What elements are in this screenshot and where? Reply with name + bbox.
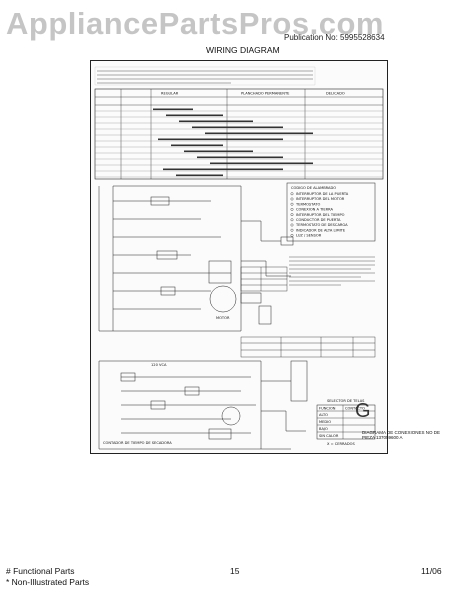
selector-row-high: ALTO <box>319 413 328 417</box>
legend-symbol <box>290 207 294 211</box>
publication-number: Publication No: 5995528634 <box>284 33 385 42</box>
timer-header-permanent-press: PLANCHADO PERMANENTE <box>241 92 290 96</box>
timer-contact-bar <box>197 156 283 159</box>
timer-contact-bar <box>179 120 253 123</box>
selector-row-medium: MEDIO <box>319 420 331 424</box>
legend-item: CONEXION A TIERRA <box>296 208 333 212</box>
legend-symbol <box>290 213 294 217</box>
legend-item: INTERRUPTOR DEL TIEMPO <box>296 213 345 217</box>
selector-row-low: BAJO <box>319 427 328 431</box>
notes-block <box>289 256 375 286</box>
footer-non-illustrated: * Non-Illustrated Parts <box>6 577 90 587</box>
timer-contact-bar <box>163 168 283 171</box>
selector-title: SELECTOR DE TELAS <box>327 399 365 403</box>
legend-item: TERMOSTATO DE DESCARGA <box>295 223 348 227</box>
page-title: WIRING DIAGRAM <box>206 45 280 55</box>
timer-chart <box>94 88 384 180</box>
diagram-caption: DIAGRAMA DE CONEXIONES NO DE PIEZA 13705… <box>362 430 441 440</box>
timer-header-delicate: DELICADO <box>326 92 345 96</box>
timer-contact-bar <box>184 150 253 153</box>
legend-item: INTERRUPTOR DEL MOTOR <box>296 197 345 201</box>
legend-item: TERMOSTATO <box>295 202 320 206</box>
legend-title: CODIGO DE ALAMBRADO <box>291 186 336 190</box>
timer-contact-bar <box>205 132 313 135</box>
timer-contact-bar <box>158 138 283 141</box>
motor-label: MOTOR <box>216 316 230 320</box>
legend-symbol <box>290 218 294 222</box>
sensor-table <box>240 266 376 358</box>
diagram-letter: G <box>355 400 371 422</box>
footer-functional-parts: # Functional Parts <box>6 566 75 576</box>
timer-contact-bar <box>210 162 313 165</box>
legend-symbol <box>290 228 294 232</box>
legend-item: CONDUCTOR DE PUERTA <box>296 218 341 222</box>
footer-date: 11/06 <box>421 566 442 576</box>
legend-symbol <box>290 223 294 227</box>
legend-symbol <box>290 202 294 206</box>
timer-label: CONTADOR DE TIEMPO DE SECADORA <box>103 441 172 445</box>
legend-item: INTERRUPTOR DE LA PUERTA <box>296 192 349 196</box>
voltage-label: 120 VCA <box>151 363 167 367</box>
legend-symbol <box>290 233 294 237</box>
timer-contact-bar <box>153 108 193 111</box>
timer-header-regular: REGULAR <box>161 92 179 96</box>
watermark: AppliancePartsPros.com <box>6 6 384 41</box>
legend-symbol <box>290 192 294 196</box>
closed-note: X = CERRADOS <box>327 442 355 446</box>
schematic <box>98 185 308 450</box>
timer-contact-bar <box>171 144 223 147</box>
legend-item: INDICADOR DE ALTA LIMITE <box>296 228 346 232</box>
selector-row-no-heat: SIN CALOR <box>319 434 339 438</box>
timer-contact-bar <box>176 174 223 177</box>
fabric-selector-table: SELECTOR DE TELAS FUNCION CONTACTO ALTO … <box>316 399 376 446</box>
legend-symbol <box>290 197 294 201</box>
timer-contact-bar <box>192 126 283 129</box>
selector-col-function: FUNCION <box>319 407 336 411</box>
warning-text-block <box>94 66 316 86</box>
timer-contact-bar <box>166 114 223 117</box>
selector-col-contact: CONTACTO <box>345 407 365 411</box>
legend-item: LUZ / SENSOR <box>296 234 322 238</box>
page-number: 15 <box>230 566 240 576</box>
